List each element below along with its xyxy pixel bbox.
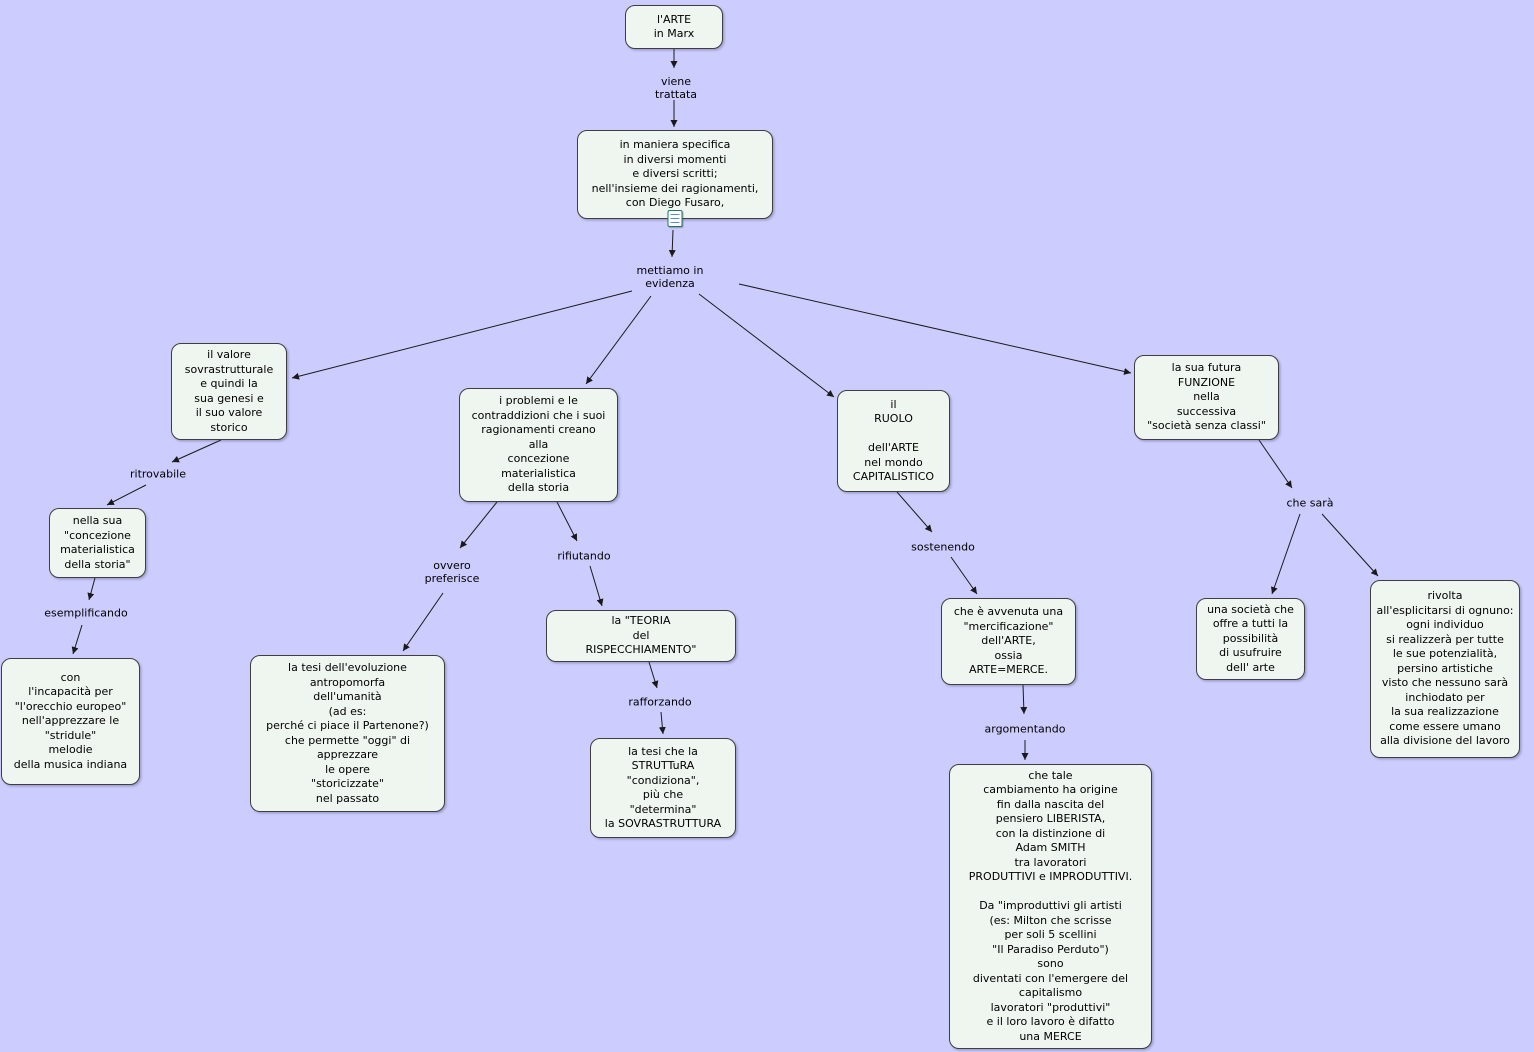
node-rivolta-esplicitarsi[interactable]: rivolta all'esplicitarsi di ognuno: ogni… — [1370, 580, 1520, 758]
node-pensiero-liberista[interactable]: che tale cambiamento ha origine fin dall… — [949, 764, 1152, 1049]
edge-arrow — [402, 592, 444, 652]
node-ruolo-arte-capitalismo-text: il RUOLO dell'ARTE nel mondo CAPITALISTI… — [852, 397, 935, 484]
node-tesi-evoluzione-antropomorfa[interactable]: la tesi dell'evoluzione antropomorfa del… — [250, 655, 445, 812]
node-arte-in-marx-text: l'ARTE in Marx — [653, 12, 695, 41]
edge-arrow — [556, 501, 578, 542]
node-rivolta-esplicitarsi-text: rivolta all'esplicitarsi di ognuno: ogni… — [1376, 589, 1514, 748]
link-label-rafforzando[interactable]: rafforzando — [628, 695, 692, 709]
edge-arrow — [698, 293, 835, 398]
node-concezione-materialistica[interactable]: nella sua "concezione materialistica del… — [49, 508, 146, 578]
edge-arrow — [668, 229, 676, 258]
link-label-ovvero-preferisce[interactable]: ovvero preferisce — [424, 559, 480, 585]
edge-arrow — [585, 295, 652, 385]
node-problemi-contraddizioni[interactable]: i problemi e le contraddizioni che i suo… — [459, 388, 618, 502]
edge-arrow — [1258, 439, 1293, 489]
node-valore-sovrastrutturale[interactable]: il valore sovrastrutturale e quindi la s… — [171, 343, 287, 440]
node-mercificazione-arte[interactable]: che è avvenuta una "mercificazione" dell… — [941, 598, 1076, 685]
node-valore-sovrastrutturale-text: il valore sovrastrutturale e quindi la s… — [184, 348, 274, 434]
edge-arrow — [459, 501, 498, 549]
edge-arrow — [896, 491, 933, 533]
link-label-viene-trattata[interactable]: viene trattata — [655, 75, 697, 101]
resource-icon[interactable] — [667, 210, 683, 227]
edge-arrow — [1321, 513, 1379, 577]
node-struttura-condiziona-text: la tesi che la STRUTTuRA "condiziona", p… — [604, 744, 722, 831]
edge-arrow — [71, 624, 83, 655]
edge-arrow — [738, 283, 1132, 375]
edge-arrow — [1271, 513, 1301, 595]
node-orecchio-europeo[interactable]: con l'incapacità per "l'orecchio europeo… — [1, 658, 140, 785]
edge-arrow — [648, 661, 659, 689]
node-concezione-materialistica-text: nella sua "concezione materialistica del… — [60, 514, 135, 571]
node-teoria-rispecchiamento-text: la "TEORIA del RISPECCHIAMENTO" — [585, 614, 697, 657]
node-societa-usufruire-arte[interactable]: una società che offre a tutti la possibi… — [1196, 598, 1305, 680]
node-societa-usufruire-arte-text: una società che offre a tutti la possibi… — [1207, 602, 1294, 674]
node-trattazione-specifica-text: in maniera specifica in diversi momenti … — [591, 138, 759, 210]
node-arte-in-marx[interactable]: l'ARTE in Marx — [625, 5, 723, 49]
edge-arrow — [950, 556, 978, 595]
edge-arrow — [106, 484, 147, 506]
link-label-ritrovabile[interactable]: ritrovabile — [129, 467, 187, 481]
node-teoria-rispecchiamento[interactable]: la "TEORIA del RISPECCHIAMENTO" — [546, 610, 736, 662]
node-problemi-contraddizioni-text: i problemi e le contraddizioni che i suo… — [471, 394, 606, 495]
link-label-rifiutando[interactable]: rifiutando — [557, 549, 611, 563]
link-label-mettiamo-in-evidenza[interactable]: mettiamo in evidenza — [636, 264, 704, 290]
link-label-che-sara[interactable]: che sarà — [1286, 496, 1334, 510]
edge-arrow — [171, 439, 222, 463]
edge-arrow — [658, 711, 666, 735]
node-orecchio-europeo-text: con l'incapacità per "l'orecchio europeo… — [13, 670, 128, 771]
link-label-sostenendo[interactable]: sostenendo — [911, 540, 975, 554]
link-label-esemplificando[interactable]: esemplificando — [44, 606, 128, 620]
node-futura-funzione-text: la sua futura FUNZIONE nella successiva … — [1147, 361, 1266, 433]
edge-arrow — [291, 290, 633, 380]
node-ruolo-arte-capitalismo[interactable]: il RUOLO dell'ARTE nel mondo CAPITALISTI… — [837, 390, 950, 492]
node-trattazione-specifica[interactable]: in maniera specifica in diversi momenti … — [577, 130, 773, 227]
edge-arrow — [589, 565, 604, 607]
node-futura-funzione[interactable]: la sua futura FUNZIONE nella successiva … — [1134, 355, 1279, 440]
edge-arrow — [1020, 684, 1028, 715]
node-tesi-evoluzione-antropomorfa-text: la tesi dell'evoluzione antropomorfa del… — [266, 661, 429, 805]
node-pensiero-liberista-text: che tale cambiamento ha origine fin dall… — [968, 768, 1133, 1043]
edge-arrow — [87, 577, 96, 601]
node-mercificazione-arte-text: che è avvenuta una "mercificazione" dell… — [953, 605, 1064, 677]
node-struttura-condiziona[interactable]: la tesi che la STRUTTuRA "condiziona", p… — [590, 738, 736, 838]
link-label-argomentando[interactable]: argomentando — [984, 722, 1066, 736]
